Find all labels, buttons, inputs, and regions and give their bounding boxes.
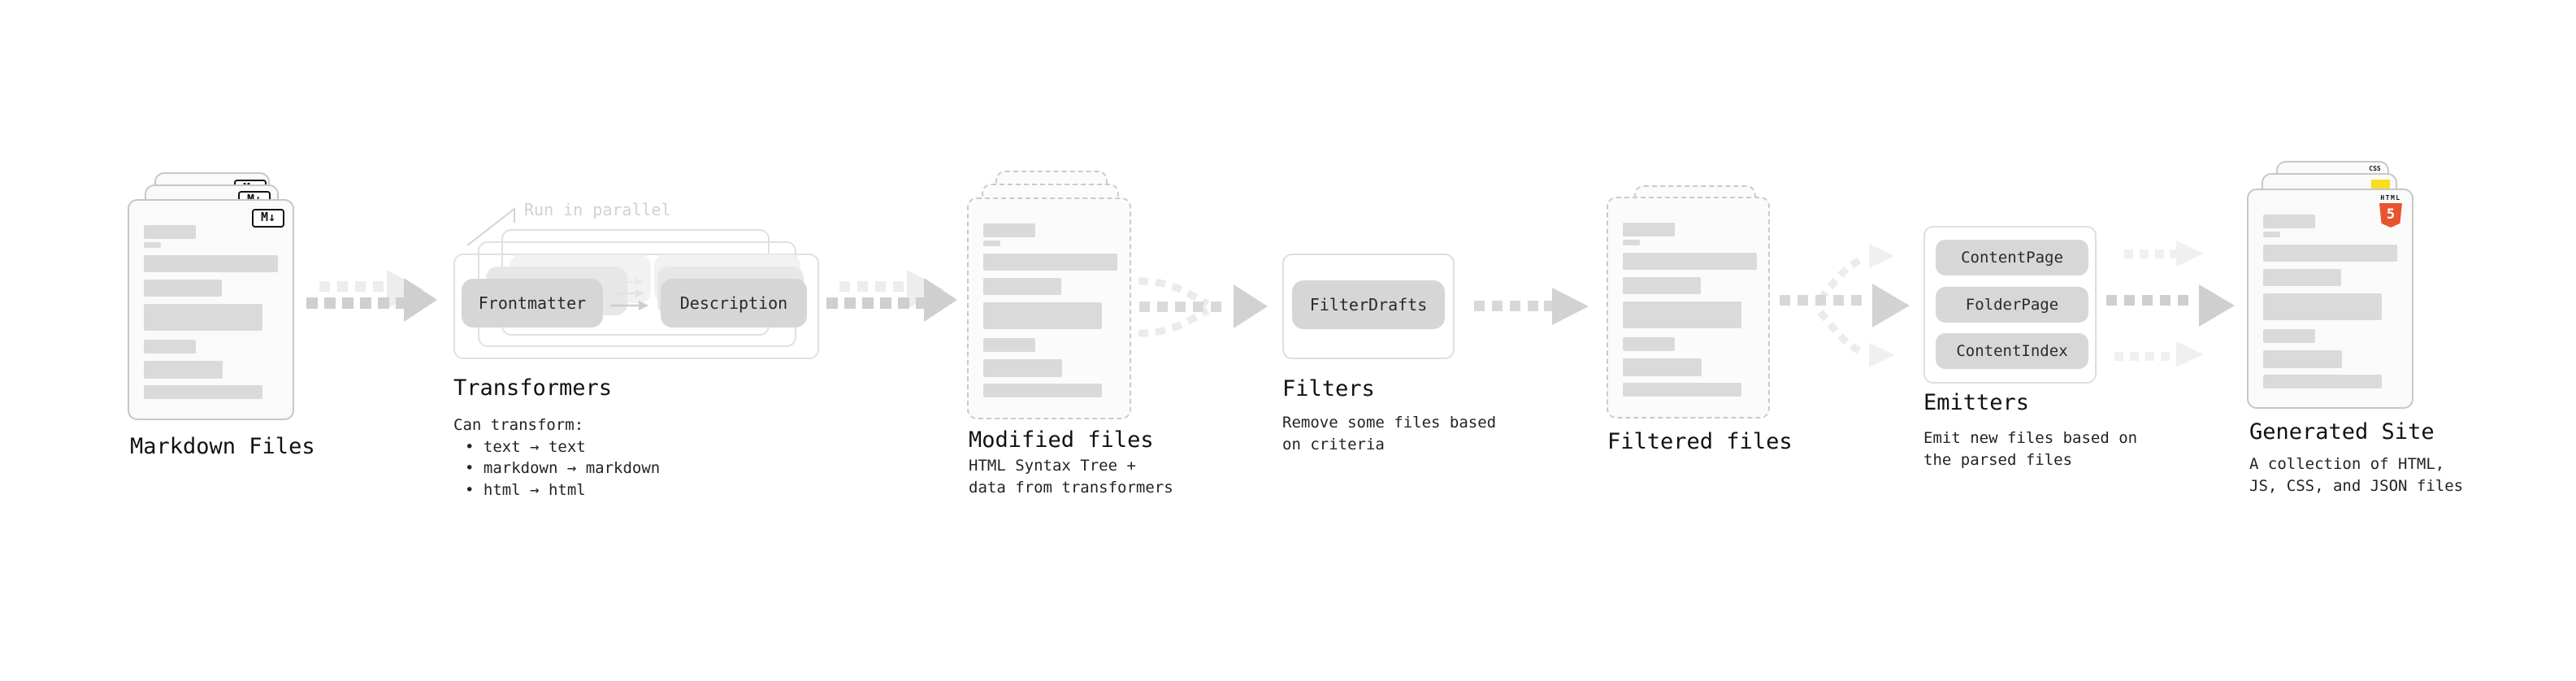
emitters-subtitle: Emit new files based on the parsed files [1923, 427, 2137, 471]
contentpage-pill-label: ContentPage [1961, 249, 2063, 267]
contentpage-pill: ContentPage [1936, 240, 2088, 275]
generated-site-subtitle: A collection of HTML, JS, CSS, and JSON … [2249, 453, 2463, 497]
description-pill: Description [661, 279, 807, 327]
generated-site-subtitle-line: JS, CSS, and JSON files [2249, 476, 2464, 495]
filters-subtitle: Remove some files based on criteria [1282, 412, 1496, 455]
transformers-title: Transformers [453, 375, 613, 401]
markdown-file-card-front: M↓ [128, 199, 294, 420]
description-pill-label: Description [679, 293, 788, 313]
arrow-filtered-to-emitters-branch [1780, 244, 1910, 367]
frontmatter-pill: Frontmatter [462, 279, 603, 327]
folderpage-pill-label: FolderPage [1965, 296, 2059, 314]
filtered-file-card-front [1607, 197, 1770, 419]
generated-file-card-front: HTML 5 [2247, 189, 2413, 409]
filterdrafts-pill-label: FilterDrafts [1309, 295, 1428, 314]
filters-title: Filters [1282, 376, 1375, 401]
filters-subtitle-line: Remove some files based [1282, 414, 1497, 432]
transformers-bullet: • html → html [465, 480, 586, 499]
filters-subtitle-line: on criteria [1282, 435, 1385, 453]
transformers-bullet: • markdown → markdown [465, 459, 661, 477]
generated-site-subtitle-line: A collection of HTML, [2249, 455, 2445, 473]
emitters-subtitle-line: the parsed files [1923, 450, 2073, 469]
modified-files-title: Modified files [969, 427, 1154, 453]
modified-files-subtitle-line: HTML Syntax Tree + [969, 457, 1136, 475]
css-file-icon-label: CSS [2369, 165, 2381, 172]
modified-file-card-front [967, 197, 1131, 419]
run-in-parallel-label: Run in parallel [524, 200, 671, 219]
arrow-markdown-to-transformers [306, 270, 437, 322]
transformers-note: Can transform: • text → text • markdown … [453, 414, 660, 501]
html5-file-icon-shield: 5 [2379, 203, 2402, 228]
document-placeholder-lines [1623, 223, 1759, 397]
markdown-icon: M↓ [252, 209, 284, 228]
contentindex-pill: ContentIndex [1936, 333, 2088, 369]
folderpage-pill: FolderPage [1936, 287, 2088, 323]
generated-site-title: Generated Site [2249, 419, 2435, 445]
emitters-title: Emitters [1923, 390, 2030, 415]
filterdrafts-pill: FilterDrafts [1292, 280, 1445, 329]
markdown-files-title: Markdown Files [130, 434, 315, 459]
transformers-note-heading: Can transform: [453, 416, 584, 434]
emitters-panel: ContentPage FolderPage ContentIndex [1923, 226, 2097, 384]
filtered-files-title: Filtered files [1607, 429, 1793, 454]
callout-line [466, 206, 515, 246]
arrows-emitters-to-site [2106, 241, 2235, 367]
emitters-subtitle-line: Emit new files based on [1923, 429, 2138, 447]
arrow-modified-to-filters-merge [1138, 277, 1268, 337]
document-placeholder-lines [144, 225, 280, 399]
document-placeholder-lines [2263, 215, 2399, 388]
arrow-filters-to-filtered [1474, 288, 1589, 325]
html5-file-icon-word: HTML [2380, 194, 2401, 202]
modified-files-subtitle: HTML Syntax Tree + data from transformer… [969, 455, 1173, 498]
modified-files-subtitle-line: data from transformers [969, 478, 1173, 497]
contentindex-pill-label: ContentIndex [1956, 342, 2068, 360]
frontmatter-pill-label: Frontmatter [478, 293, 587, 313]
arrow-transformers-to-modified [826, 270, 957, 322]
document-placeholder-lines [983, 223, 1119, 397]
transformers-bullet: • text → text [465, 437, 586, 456]
html5-file-icon: HTML 5 [2379, 194, 2403, 228]
parallel-arrows-icon [610, 278, 648, 310]
